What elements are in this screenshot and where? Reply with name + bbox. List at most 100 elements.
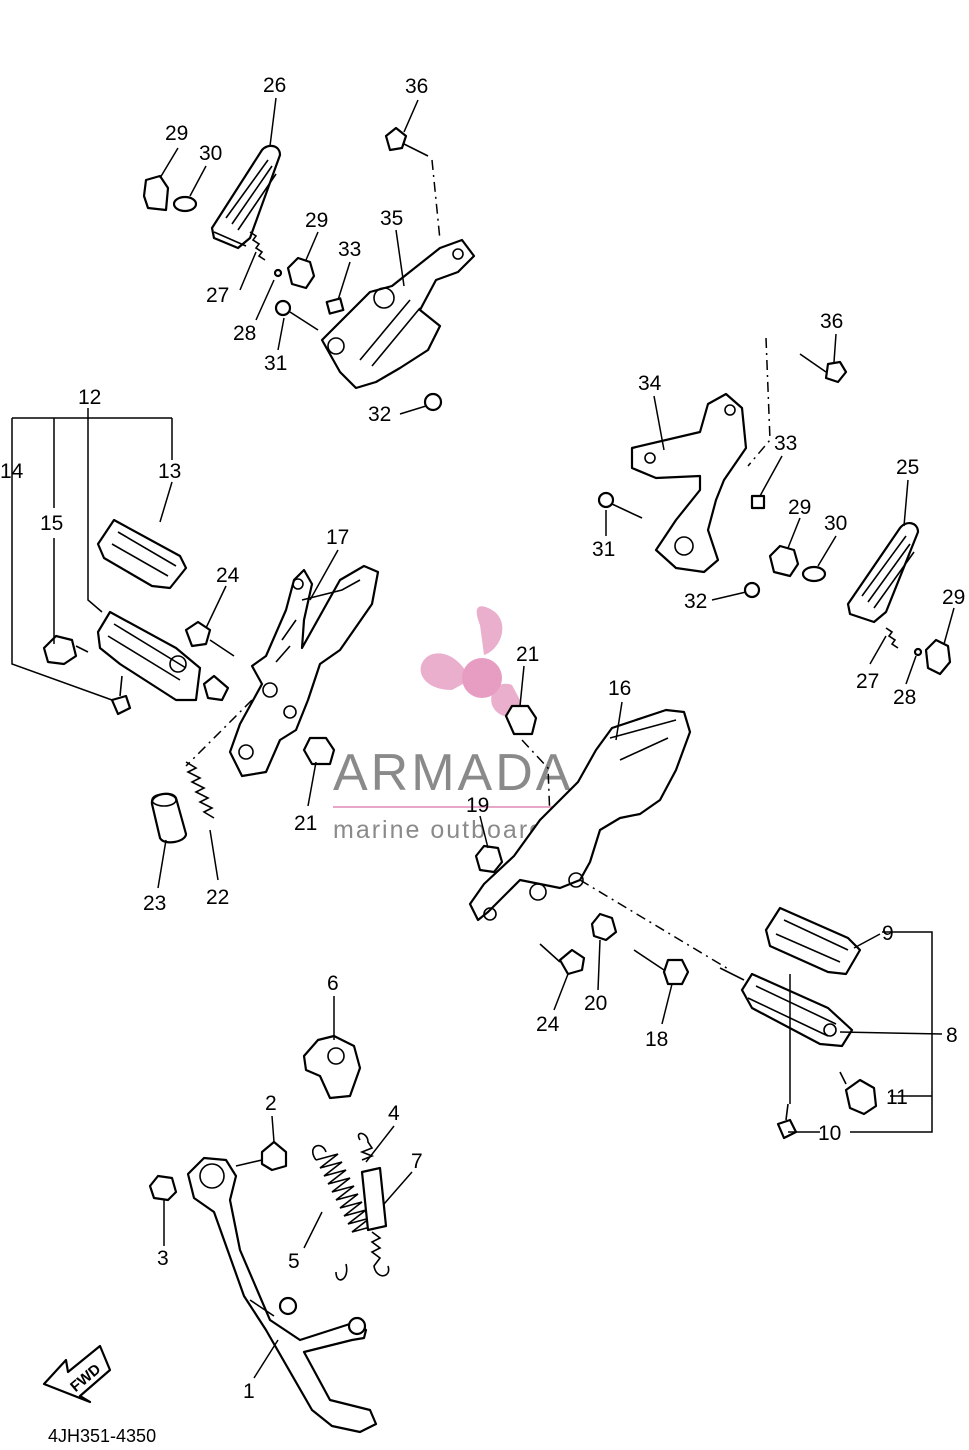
bolt-18 [662, 958, 690, 986]
callout-22: 22 [206, 886, 229, 909]
callout-33: 33 [774, 432, 797, 455]
bolt-31a [274, 299, 292, 317]
nut-3 [148, 1174, 178, 1202]
bolt-24b [558, 948, 586, 976]
spring-22 [185, 761, 215, 819]
callout-24: 24 [536, 1013, 560, 1036]
bracket-6 [302, 1034, 362, 1100]
sidestand-1 [186, 1156, 378, 1434]
callout-21: 21 [294, 812, 317, 835]
callout-14: 14 [0, 460, 24, 483]
pin-30b [801, 565, 827, 583]
collar-23 [150, 792, 188, 844]
watermark-brand: ARMADA [333, 744, 573, 802]
front-right-footrest-assembly [468, 704, 878, 1140]
callout-36: 36 [820, 310, 843, 333]
callout-1: 1 [243, 1380, 255, 1403]
callout-36: 36 [405, 75, 428, 98]
spring-27b [885, 627, 899, 649]
cap-29d [924, 638, 952, 676]
ball-28a [273, 268, 283, 278]
bracket-16 [468, 708, 692, 922]
callout-24: 24 [216, 564, 240, 587]
bolt-36b [824, 360, 848, 384]
screw-14 [110, 694, 132, 716]
callout-31: 31 [592, 538, 615, 561]
callout-7: 7 [411, 1150, 423, 1173]
callout-20: 20 [584, 992, 607, 1015]
washer-19 [474, 844, 504, 874]
callout-15: 15 [40, 512, 63, 535]
callout-29: 29 [165, 122, 188, 145]
callout-21: 21 [516, 643, 539, 666]
callout-25: 25 [896, 456, 919, 479]
callout-29: 29 [305, 209, 328, 232]
callout-6: 6 [327, 972, 339, 995]
callout-35: 35 [380, 207, 403, 230]
plate-33b [750, 494, 766, 510]
rear-left-footrest-assembly [142, 126, 476, 412]
collar-21a [302, 736, 336, 766]
callout-32: 32 [368, 403, 391, 426]
bolt-31b [597, 491, 615, 509]
cap-29b [286, 256, 316, 290]
callout-10: 10 [818, 1122, 841, 1145]
cap-29a [142, 174, 170, 212]
callout-19: 19 [466, 794, 489, 817]
callout-9: 9 [882, 922, 894, 945]
callout-26: 26 [263, 74, 286, 97]
plate-33a [325, 297, 345, 315]
sidestand-assembly [148, 1034, 390, 1434]
watermark-tagline: marine outboards [333, 816, 560, 844]
callout-numbers: 26 29 30 36 29 33 35 27 28 31 32 36 34 3… [0, 74, 965, 1403]
callout-28: 28 [893, 686, 916, 709]
damper-11 [844, 1078, 878, 1116]
rubber-13 [96, 518, 188, 590]
sleeve-7 [360, 1166, 388, 1232]
bolt-24a [184, 620, 212, 648]
collar-21b [504, 704, 538, 736]
callout-5: 5 [288, 1250, 300, 1273]
leader-lines [11, 97, 955, 1379]
collar-20 [590, 912, 618, 942]
damper-15 [42, 634, 78, 666]
callout-23: 23 [143, 892, 166, 915]
callout-2: 2 [265, 1092, 277, 1115]
bracket-17 [228, 564, 380, 778]
footrest-8 [740, 972, 854, 1048]
callout-13: 13 [158, 460, 181, 483]
footrest-12 [96, 610, 202, 702]
bolt-2 [260, 1140, 288, 1172]
callout-34: 34 [638, 372, 662, 395]
rear-right-footrest-assembly [597, 337, 952, 676]
callout-16: 16 [608, 677, 631, 700]
callout-18: 18 [645, 1028, 668, 1051]
spring-27a [249, 231, 266, 261]
callout-3: 3 [157, 1247, 169, 1270]
callout-17: 17 [326, 526, 349, 549]
nut-32b [743, 581, 761, 599]
bracket-34 [630, 392, 748, 574]
bolt-36a [384, 126, 408, 152]
callout-30: 30 [199, 142, 222, 165]
rubber-9 [764, 906, 862, 976]
bolt-17b [202, 674, 230, 702]
callout-4: 4 [388, 1102, 400, 1125]
propeller-logo-icon [420, 606, 520, 717]
diagram-code: 4JH351-4350 [48, 1426, 156, 1445]
callout-8: 8 [946, 1024, 958, 1047]
callout-27: 27 [856, 670, 879, 693]
screw-10 [776, 1118, 798, 1140]
forward-arrow-icon: FWD [42, 1344, 112, 1404]
callout-32: 32 [684, 590, 707, 613]
ball-28b [913, 647, 923, 657]
cap-29c [768, 544, 800, 578]
nut-32a [423, 392, 443, 412]
armada-watermark: ARMADA marine outboards [333, 606, 634, 844]
callout-27: 27 [206, 284, 229, 307]
footrest-26 [210, 144, 282, 250]
pin-30a [172, 195, 198, 213]
callout-29: 29 [942, 586, 965, 609]
